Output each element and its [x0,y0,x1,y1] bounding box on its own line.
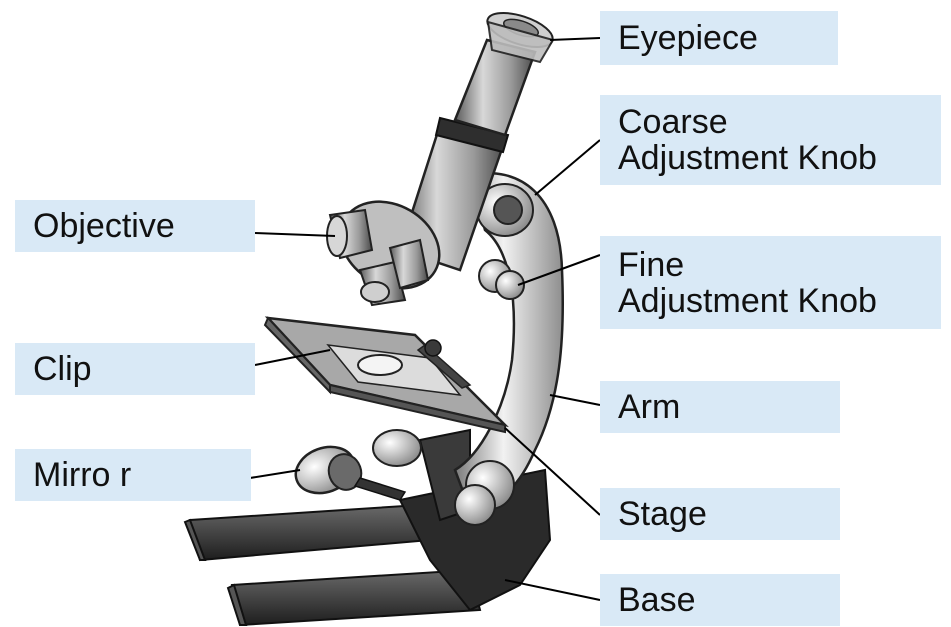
label-coarse-line1: Coarse [618,104,923,140]
label-arm-text: Arm [618,389,822,425]
label-fine-line1: Fine [618,247,923,283]
label-coarse-line2: Adjustment Knob [618,140,923,176]
label-base-text: Base [618,582,822,618]
label-fine-adjustment-knob: Fine Adjustment Knob [600,236,941,329]
label-objective-text: Objective [33,208,237,244]
label-mirror-text: Mirro r [33,457,233,493]
label-clip-text: Clip [33,351,237,387]
leader-coarse [535,140,600,195]
label-fine-line2: Adjustment Knob [618,283,923,319]
label-mirror: Mirro r [15,449,251,501]
leader-base [505,580,600,600]
leader-arm [550,395,600,405]
label-objective: Objective [15,200,255,252]
label-arm: Arm [600,381,840,433]
label-stage-text: Stage [618,496,822,532]
label-eyepiece-text: Eyepiece [618,20,820,56]
leader-eyepiece [550,38,600,40]
diaphragm-part [373,430,421,466]
label-eyepiece: Eyepiece [600,11,838,65]
leader-mirror [250,470,300,478]
label-stage: Stage [600,488,840,540]
leader-objective [255,233,335,236]
label-coarse-adjustment-knob: Coarse Adjustment Knob [600,95,941,185]
label-base: Base [600,574,840,626]
stage-part [265,318,505,432]
label-clip: Clip [15,343,255,395]
